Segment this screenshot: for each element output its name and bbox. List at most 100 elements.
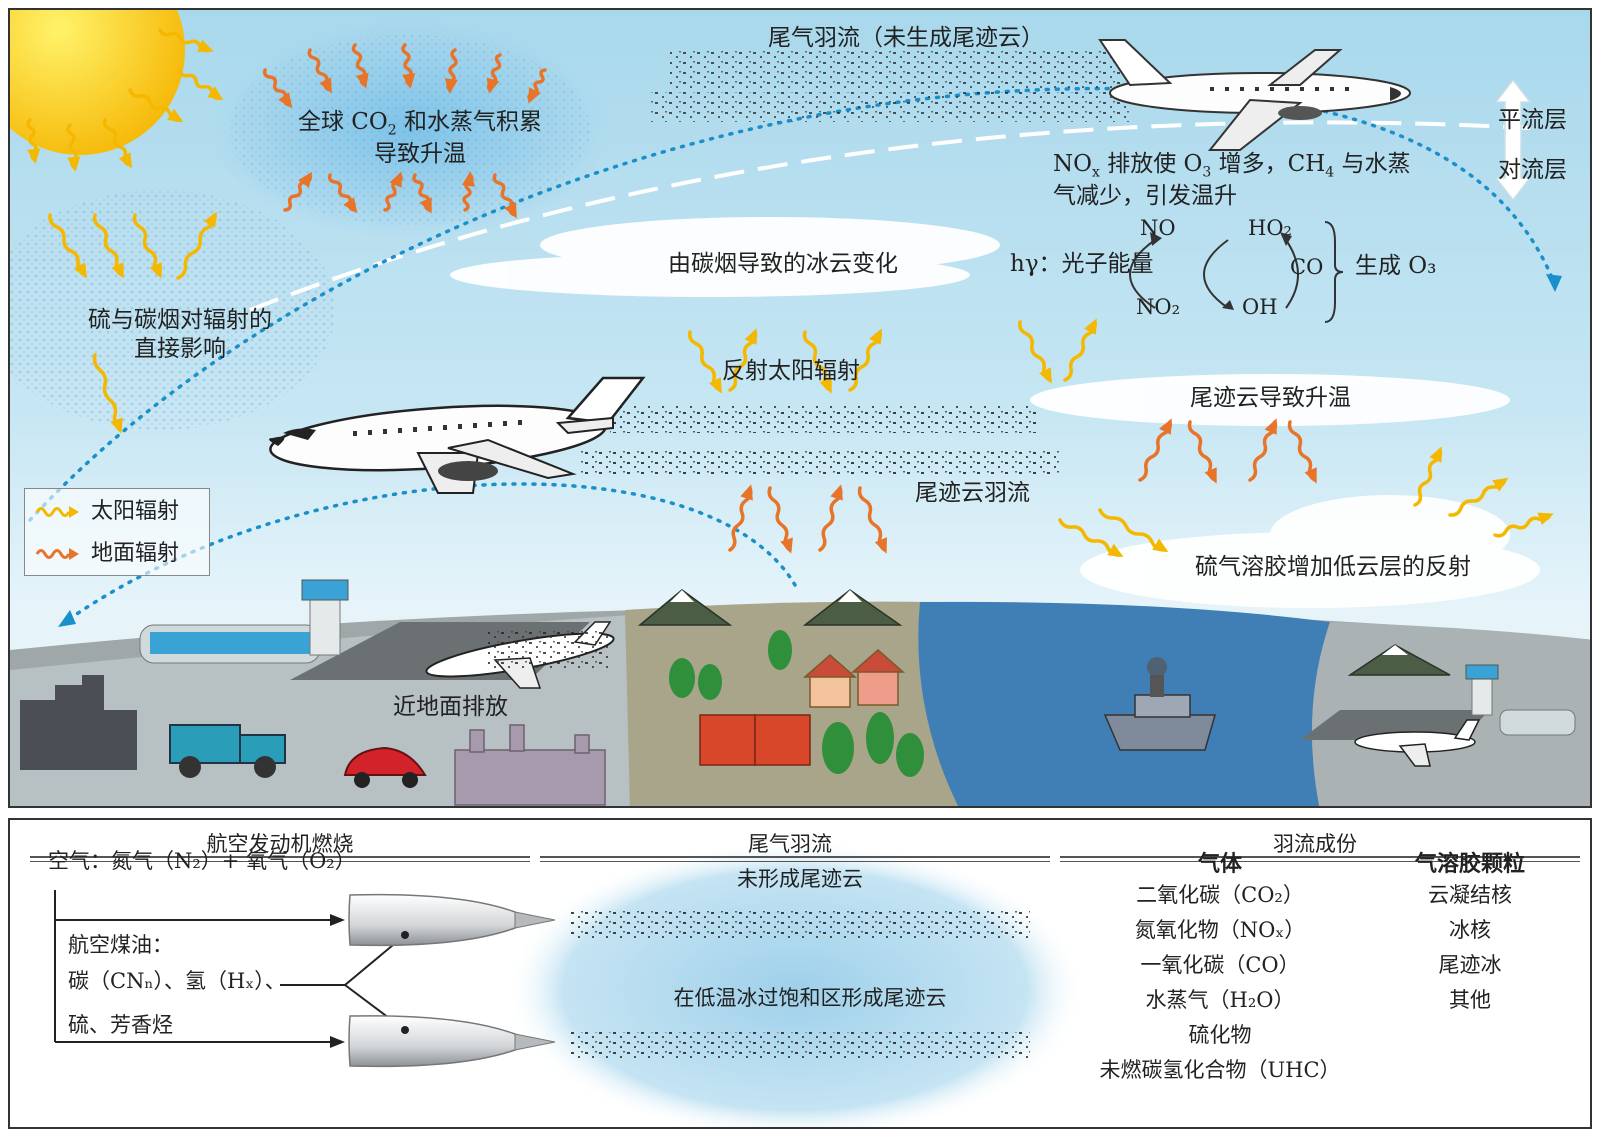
ground-arrow [1138, 420, 1172, 482]
label-troposphere: 对流层 [1498, 157, 1567, 183]
ground-arrow-head [504, 202, 517, 219]
label-stratosphere: 平流层 [1498, 107, 1567, 133]
legend-ground: 地面辐射 [35, 539, 179, 569]
solar-arrow [1413, 448, 1443, 507]
solar-arrow-head [1429, 446, 1442, 463]
layer-arrow-icon [1494, 78, 1532, 202]
sulfur-soot-line1: 硫与碳烟对辐射的 [88, 307, 272, 333]
label-global-co2-b: 和水蒸气积累 [396, 109, 542, 135]
ground-arrow [767, 486, 792, 552]
solar-arrow-head [149, 262, 162, 279]
label-sulfate-aerosol: 硫气溶胶增加低云层的反射 [1195, 554, 1471, 580]
ground-arrow-head [874, 537, 887, 554]
car-icon [343, 746, 427, 788]
solar-arrow-head [203, 211, 217, 228]
nox-a: NO [1053, 151, 1092, 177]
ground-arrow-head [830, 484, 843, 501]
fuel-line1: 碳（CNₙ）、氢（Hₓ）、 [68, 969, 286, 993]
gas-item: 一氧化碳（CO） [1140, 953, 1300, 977]
solar-arrow [1063, 320, 1097, 382]
label-cycle-no2: NO₂ [1136, 295, 1181, 319]
ground-arrow-head [1264, 418, 1277, 435]
gas-list: 二氧化碳（CO₂） 氮氧化物（NOₓ） 一氧化碳（CO） 水蒸气（H₂O） 硫化… [1070, 878, 1370, 1088]
solar-ray-arrow-head [167, 108, 184, 123]
solar-radiation-icon [35, 506, 79, 518]
solar-arrow [1098, 508, 1167, 552]
ground-radiation-icon [35, 548, 79, 560]
apartment-icon [699, 714, 811, 766]
solar-arrow [92, 353, 122, 432]
nox-sub: x [1091, 164, 1100, 181]
sulfur-soot-line2: 直接影响 [134, 335, 226, 362]
solar-ray-arrow-head [207, 86, 224, 101]
label-near-ground: 近地面排放 [393, 694, 508, 720]
ground-arrow-head [528, 87, 541, 104]
solar-arrow [1448, 478, 1507, 517]
solar-arrow-head [1039, 367, 1052, 384]
gas-item: 氮氧化物（NOₓ） [1134, 918, 1306, 942]
label-global-co2: 全球 CO2 和水蒸气积累 导致升温 [285, 108, 555, 169]
label-cycle-co: CO [1290, 255, 1324, 279]
solar-arrow-head [1492, 477, 1509, 492]
ground-radiation-arrows [262, 43, 1317, 554]
ground-arrow-head [486, 77, 500, 94]
label-cycle-oh: OH [1242, 295, 1278, 319]
ground-arrow-head [1159, 418, 1172, 435]
sun-icon [10, 10, 185, 155]
nox-line2: 气减少，引发温升 [1053, 183, 1237, 210]
ground-arrow-head [355, 72, 369, 89]
label-global-co2-line2: 导致升温 [374, 141, 466, 168]
aerosol-list: 云凝结核 冰核 尾迹冰 其他 [1395, 878, 1545, 1018]
ground-arrow-head [402, 73, 416, 89]
aerosol-item: 云凝结核 [1428, 883, 1512, 907]
solar-arrow-head [1537, 512, 1554, 525]
solar-ray-arrow-head [197, 39, 214, 52]
factory-icon [454, 724, 606, 806]
ground-arrow [728, 486, 753, 552]
solar-ray-arrow-head [27, 148, 41, 164]
gas-item: 未燃碳氢化合物（UHC） [1099, 1058, 1341, 1082]
solar-arrow [802, 330, 832, 392]
label-contrail-plume: 尾迹云羽流 [915, 480, 1030, 506]
aerosol-item: 其他 [1449, 988, 1491, 1012]
engine-icon-top [348, 893, 556, 947]
ground-arrow [1287, 420, 1317, 482]
nox-c: 增多，CH [1211, 151, 1326, 177]
solar-arrow [688, 330, 722, 392]
engine-illustration [54, 840, 1085, 1127]
airplane-icon-high [1098, 39, 1411, 151]
ground-arrow [1248, 420, 1278, 482]
legend-solar: 太阳辐射 [35, 497, 179, 527]
legend-ground-label: 地面辐射 [91, 541, 180, 567]
truck-icon [169, 724, 286, 778]
ground-arrow-head [444, 78, 458, 94]
label-cycle-ho2: HO₂ [1248, 216, 1292, 240]
label-no-contrail: 未形成尾迹云 [737, 867, 863, 891]
rule-col2 [540, 856, 1050, 862]
label-with-contrail: 在低温冰过饱和区形成尾迹云 [673, 986, 947, 1010]
solar-arrow-head [744, 328, 757, 345]
solar-arrow [48, 213, 87, 277]
gas-item: 硫化物 [1188, 1023, 1252, 1047]
solar-arrow-head [1084, 318, 1097, 335]
ground-arrow-head [1304, 467, 1317, 484]
solar-arrow-head [1107, 543, 1124, 557]
solar-arrow [132, 213, 162, 277]
ground-arrow-head [278, 92, 293, 109]
legend-solar-label: 太阳辐射 [91, 499, 180, 525]
solar-ray-arrow-head [67, 156, 81, 172]
label-contrail-warming: 尾迹云导致升温 [1190, 385, 1351, 411]
rule-col3 [1060, 856, 1580, 862]
o3-cycle-diagram [1129, 221, 1344, 323]
fuel-line2: 硫、芳香烃 [68, 1013, 173, 1037]
nox-d: 与水蒸 [1334, 151, 1411, 177]
solar-arrow-head [110, 417, 123, 434]
scene-illustration [10, 10, 1590, 806]
airplane-icon-ground-right [1354, 719, 1481, 767]
label-reflect-solar: 反射太阳辐射 [722, 358, 860, 384]
solar-arrow-head [73, 262, 87, 279]
ground-arrow-head [343, 197, 358, 214]
solar-arrow [1018, 320, 1052, 382]
title-exhaust-plume: 尾气羽流 [748, 832, 832, 856]
solar-arrow [728, 330, 758, 392]
